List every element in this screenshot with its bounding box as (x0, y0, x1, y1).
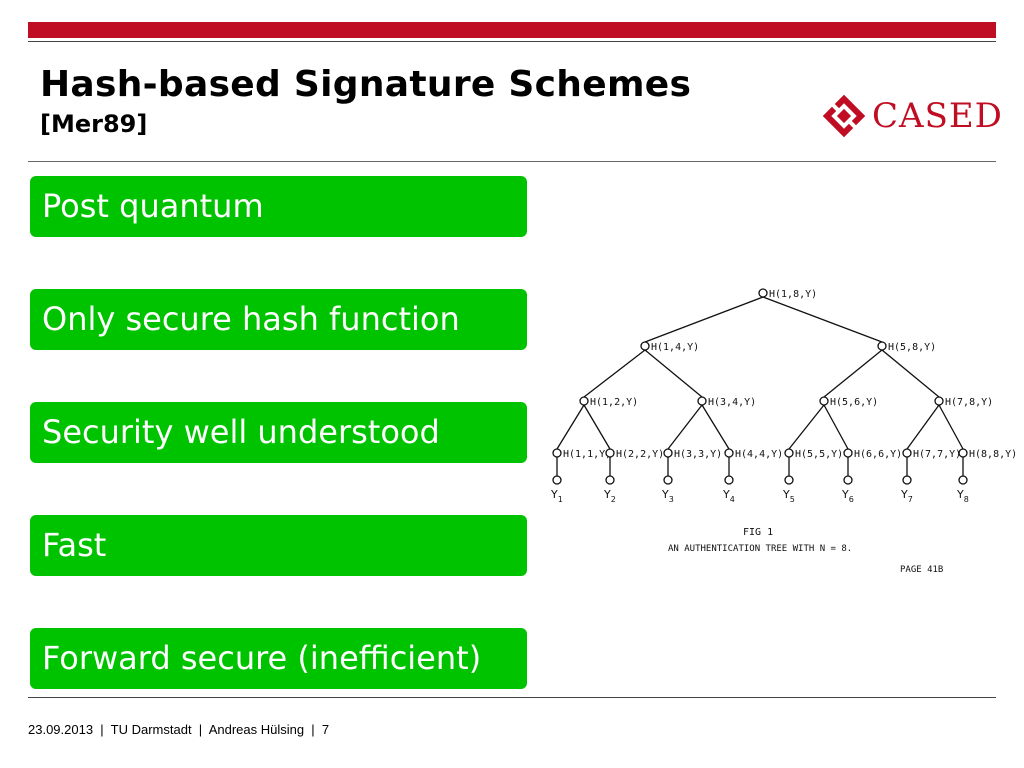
tree-leaf-label: Y1 (550, 488, 563, 504)
tree-leaf-label: Y2 (603, 488, 616, 504)
tree-edge (701, 404, 730, 450)
tree-level3-node-label: H(5,5,Y) (795, 449, 843, 460)
footer-institution: TU Darmstadt (110, 722, 192, 737)
footer-divider (28, 697, 996, 698)
logo-text: CASED (872, 96, 1003, 136)
tree-edge (938, 404, 964, 450)
tree-level2-node-circle (934, 396, 944, 406)
tree-leaf-circle (784, 475, 794, 485)
tree-leaf-circle (724, 475, 734, 485)
tree-level3-node-label: H(3,3,Y) (674, 449, 722, 460)
tree-leaf-label: Y4 (722, 488, 735, 504)
tree-leaf-circle (902, 475, 912, 485)
slide-title: Hash-based Signature Schemes (40, 64, 692, 105)
tree-leaf-label: Y8 (956, 488, 969, 504)
footer-page-number: 7 (321, 722, 330, 737)
cased-logo: CASED (822, 92, 1003, 140)
tree-level1-node-label: H(1,4,Y) (651, 342, 699, 353)
tree-edge (556, 404, 585, 450)
tree-leaf-label: Y6 (841, 488, 854, 504)
bullet-forward-secure: Forward secure (inefficient) (30, 628, 527, 689)
tree-level2-node-label: H(5,6,Y) (830, 397, 878, 408)
tree-level2-node-circle (697, 396, 707, 406)
figure-page-label: PAGE 41B (900, 565, 943, 575)
tree-level3-node-circle (663, 448, 673, 458)
tree-level2-node-label: H(1,2,Y) (590, 397, 638, 408)
tree-level3-node-label: H(6,6,Y) (854, 449, 902, 460)
cased-logo-icon (822, 94, 866, 138)
tree-edge (906, 404, 940, 450)
tree-level2-node-circle (579, 396, 589, 406)
tree-edge (583, 349, 646, 398)
tree-edge (583, 404, 611, 450)
tree-level3-node-label: H(4,4,Y) (735, 449, 783, 460)
top-divider (28, 41, 996, 42)
tree-level3-node-circle (552, 448, 562, 458)
bullet-secure-hash: Only secure hash function (30, 289, 527, 350)
slide-subtitle: [Mer89] (40, 110, 148, 138)
top-accent-bar (28, 22, 996, 38)
bullet-fast: Fast (30, 515, 527, 576)
footer-author: Andreas Hülsing (208, 722, 305, 737)
tree-edge (788, 404, 825, 450)
tree-level3-node-circle (958, 448, 968, 458)
footer-date: 23.09.2013 (28, 722, 94, 737)
tree-level2-node-circle (819, 396, 829, 406)
tree-level1-node-circle (640, 341, 650, 351)
tree-leaf-label: Y7 (900, 488, 913, 504)
tree-level3-node-label: H(1,1,Y) (563, 449, 611, 460)
header-divider (28, 161, 996, 162)
tree-level1-node-label: H(5,8,Y) (888, 342, 936, 353)
figure-caption-text: AN AUTHENTICATION TREE WITH N = 8. (668, 544, 852, 554)
authentication-tree-figure: H(1,8,Y) H(1,4,Y) H(5,8,Y) H(1,2,Y) H(3,4,Y)… (530, 268, 1018, 588)
tree-level3-node-label: H(8,8,Y) (969, 449, 1017, 460)
tree-edge (644, 296, 764, 343)
tree-leaf-circle (552, 475, 562, 485)
bullet-security-understood: Security well understood (30, 402, 527, 463)
tree-root-circle (758, 288, 768, 298)
tree-level3-node-circle (902, 448, 912, 458)
tree-level3-node-circle (724, 448, 734, 458)
tree-root-label: H(1,8,Y) (769, 289, 817, 300)
tree-level3-node-circle (605, 448, 615, 458)
tree-level2-node-label: H(3,4,Y) (708, 397, 756, 408)
tree-level3-node-label: H(2,2,Y) (616, 449, 664, 460)
tree-edge (823, 349, 883, 398)
authentication-tree-diagram: H(1,8,Y) H(1,4,Y) H(5,8,Y) H(1,2,Y) H(3,4,Y)… (550, 288, 1017, 575)
bullet-post-quantum: Post quantum (30, 176, 527, 237)
tree-edge (644, 349, 703, 398)
tree-leaf-circle (605, 475, 615, 485)
figure-caption-title: FIG 1 (743, 527, 773, 538)
tree-leaf-circle (843, 475, 853, 485)
tree-level3-node-label: H(7,7,Y) (913, 449, 961, 460)
tree-level3-node-circle (843, 448, 853, 458)
tree-leaf-circle (958, 475, 968, 485)
tree-leaf-label: Y3 (661, 488, 674, 504)
tree-edge (823, 404, 849, 450)
tree-level2-node-label: H(7,8,Y) (945, 397, 993, 408)
footer: 23.09.2013 | TU Darmstadt | Andreas Hüls… (28, 722, 330, 737)
tree-leaf-label: Y5 (782, 488, 795, 504)
tree-edge (881, 349, 940, 398)
tree-edge (667, 404, 703, 450)
tree-edge (762, 296, 883, 343)
tree-level1-node-circle (877, 341, 887, 351)
tree-leaf-circle (663, 475, 673, 485)
tree-level3-node-circle (784, 448, 794, 458)
